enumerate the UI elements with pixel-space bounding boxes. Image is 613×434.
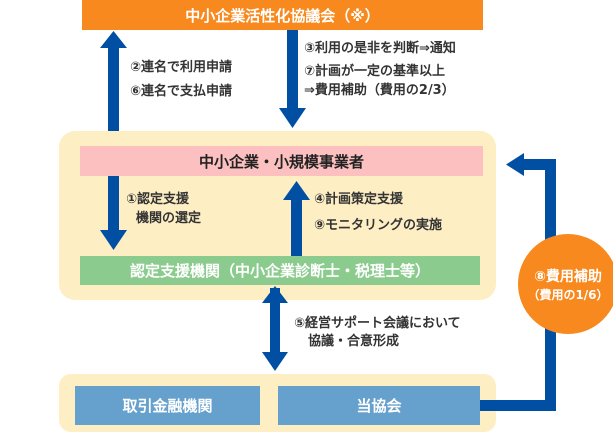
step5-label-line2: 協議・合意形成 [308, 334, 400, 349]
certified-agency-label: 認定支援機関（中小企業診断士・税理士等） [129, 262, 430, 280]
step3-label: ③利用の是非を判断⇒通知 [304, 41, 456, 56]
step9-label: ⑨モニタリングの実施 [314, 218, 443, 233]
step7-label-line1: ⑦計画が一定の基準以上 [304, 64, 446, 79]
arrow-down-to-agency [100, 176, 127, 250]
arrow-down-from-council [279, 30, 306, 128]
arrow-up-to-smes [283, 181, 310, 256]
step1-label-line1: ①認定支援 [126, 192, 190, 207]
step7-label-line2: ⇒費用補助（費用の2/3） [304, 83, 455, 98]
cost-subsidy-circle: ⑧費用補助 （費用の1/6） [518, 234, 613, 334]
arrow-up-to-council [100, 31, 127, 131]
council-label: 中小企業活性化協議会（※） [185, 6, 380, 25]
step5-label-line1: ⑤経営サポート会議において [294, 316, 461, 331]
step8-label-line2: （費用の1/6） [527, 287, 609, 302]
sme-box: 中小企業・小規模事業者 [80, 146, 483, 176]
step2-label: ②連名で利用申請 [130, 60, 233, 75]
sme-label: 中小企業・小規模事業者 [198, 152, 364, 171]
association-box: 当協会 [278, 386, 480, 425]
association-label: 当協会 [356, 397, 402, 415]
certified-agency-box: 認定支援機関（中小企業診断士・税理士等） [80, 256, 480, 285]
step6-label: ⑥連名で支払申請 [130, 84, 233, 99]
step4-label: ④計画策定支援 [314, 192, 404, 207]
bank-box: 取引金融機関 [75, 386, 260, 425]
step1-label-line2: 機関の選定 [136, 211, 202, 226]
arrow-double-agency-bottom [262, 286, 288, 371]
bank-label: 取引金融機関 [122, 397, 213, 415]
council-box: 中小企業活性化協議会（※） [82, 0, 483, 30]
step8-label-line1: ⑧費用補助 [534, 268, 602, 285]
